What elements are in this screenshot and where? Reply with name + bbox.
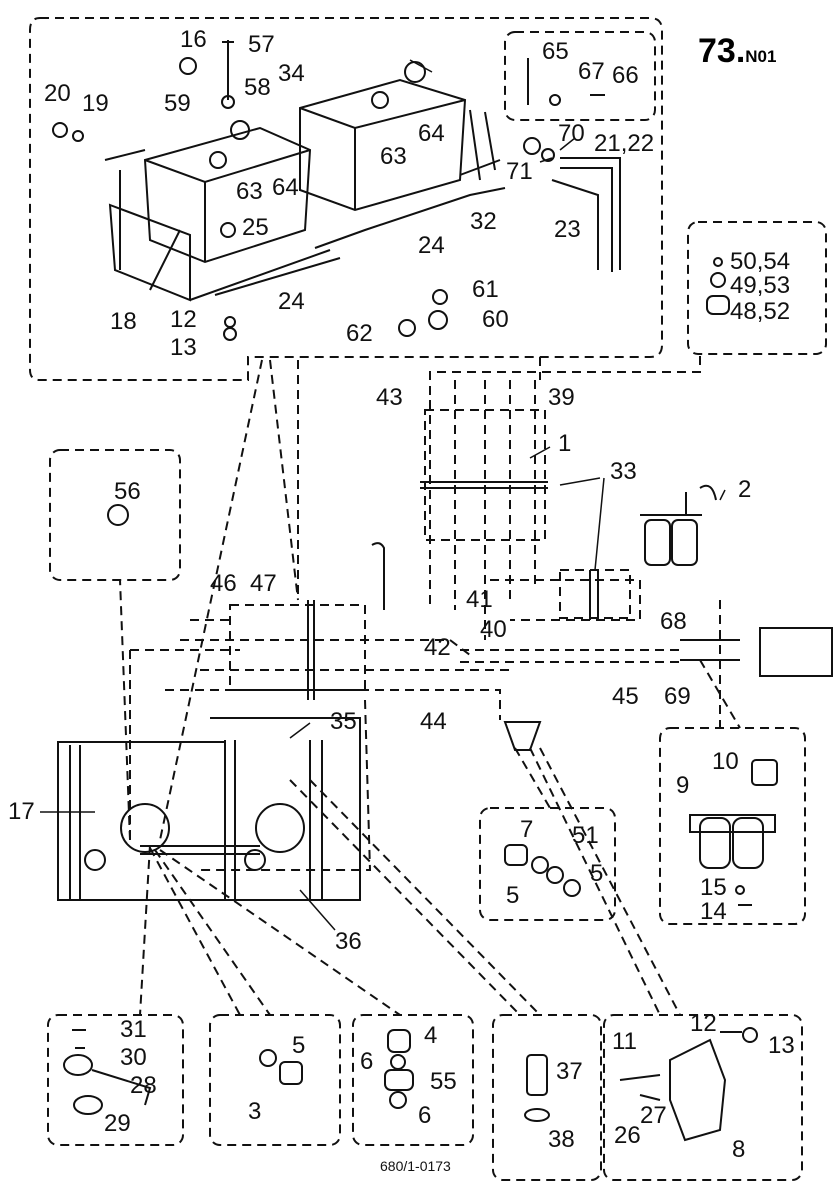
top-assembly-frame <box>29 17 663 381</box>
callout-65: 65 <box>542 38 569 65</box>
fuel-pipes <box>551 157 621 272</box>
callout-25: 25 <box>242 214 269 241</box>
callout-69: 69 <box>664 683 691 710</box>
callout-35: 35 <box>330 708 357 735</box>
frame-parts-4-6-55 <box>352 1014 474 1146</box>
callout-66: 66 <box>612 62 639 89</box>
callout-46: 46 <box>210 570 237 597</box>
strap-24 <box>189 249 341 301</box>
callout-32: 32 <box>470 208 497 235</box>
callout-70: 70 <box>558 120 585 147</box>
callout-45: 45 <box>612 683 639 710</box>
callout-6-upper: 6 <box>360 1048 374 1075</box>
callout-13-pump: 13 <box>768 1032 795 1059</box>
callout-10: 10 <box>712 748 739 775</box>
callout-24-left: 24 <box>278 288 305 315</box>
page-title: 73.N01 <box>698 32 777 70</box>
frame-part-56 <box>49 449 181 581</box>
callout-29: 29 <box>104 1110 131 1137</box>
callout-24-right: 24 <box>418 232 445 259</box>
callout-63-right: 63 <box>380 143 407 170</box>
callout-39: 39 <box>548 384 575 411</box>
callout-40: 40 <box>480 616 507 643</box>
callout-11: 11 <box>612 1028 637 1055</box>
callout-1: 1 <box>558 430 572 457</box>
callout-7: 7 <box>520 816 534 843</box>
callout-20: 20 <box>44 80 71 107</box>
callout-23: 23 <box>554 216 581 243</box>
callout-51: 51 <box>572 822 599 849</box>
callout-48-52: 48,52 <box>730 298 791 325</box>
callout-56: 56 <box>114 478 141 505</box>
callout-4: 4 <box>424 1022 438 1049</box>
callout-64-left: 64 <box>272 174 299 201</box>
callout-8: 8 <box>732 1136 746 1163</box>
callout-60: 60 <box>482 306 509 333</box>
callout-41: 41 <box>466 586 493 613</box>
callout-12-pump: 12 <box>690 1010 717 1037</box>
frame-parts-65-67 <box>504 31 656 121</box>
sediment-bowl <box>503 721 542 751</box>
callout-67: 67 <box>578 58 605 85</box>
frame-parts-48-54 <box>687 221 827 355</box>
callout-49-53: 49,53 <box>730 272 791 299</box>
callout-62: 62 <box>346 320 373 347</box>
callout-68: 68 <box>660 608 687 635</box>
control-unit <box>759 627 833 677</box>
fuel-tank-left <box>143 126 312 264</box>
callout-5-filter-b: 5 <box>590 860 604 887</box>
callout-31: 31 <box>120 1016 147 1043</box>
callout-2: 2 <box>738 476 752 503</box>
callout-38: 38 <box>548 1126 575 1153</box>
callout-42: 42 <box>424 634 451 661</box>
callout-3: 3 <box>248 1098 262 1125</box>
callout-33: 33 <box>610 458 637 485</box>
callout-43: 43 <box>376 384 403 411</box>
frame-parts-37-38 <box>492 1014 602 1181</box>
callout-26: 26 <box>614 1122 641 1149</box>
frame-parts-28-31 <box>47 1014 184 1146</box>
callout-16: 16 <box>180 26 207 53</box>
callout-19: 19 <box>82 90 109 117</box>
callout-14: 14 <box>700 898 727 925</box>
callout-58: 58 <box>244 74 271 101</box>
callout-64-right: 64 <box>418 120 445 147</box>
drawing-code: 680/1-0173 <box>380 1158 451 1174</box>
hose-68-69 <box>680 639 740 661</box>
callout-37: 37 <box>556 1058 583 1085</box>
callout-5-drain: 5 <box>292 1032 306 1059</box>
callout-63-left: 63 <box>236 178 263 205</box>
callout-5-filter-a: 5 <box>506 882 520 909</box>
callout-18: 18 <box>110 308 137 335</box>
callout-27: 27 <box>640 1102 667 1129</box>
callout-71: 71 <box>506 158 533 185</box>
fuel-tank-right <box>299 78 467 212</box>
callout-15: 15 <box>700 874 727 901</box>
tank-36 <box>210 717 361 901</box>
callout-12-top: 12 <box>170 306 197 333</box>
callout-61: 61 <box>472 276 499 303</box>
callout-17: 17 <box>8 798 35 825</box>
callout-57: 57 <box>248 31 275 58</box>
callout-44: 44 <box>420 708 447 735</box>
callout-30: 30 <box>120 1044 147 1071</box>
callout-21-22: 21,22 <box>594 130 655 157</box>
callout-36: 36 <box>335 928 362 955</box>
frame-parts-3-5 <box>209 1014 341 1146</box>
callout-59: 59 <box>164 90 191 117</box>
callout-6-lower: 6 <box>418 1102 432 1129</box>
fuel-line-33 <box>420 481 548 489</box>
frame-parts-8-27 <box>603 1014 803 1181</box>
callout-13-top: 13 <box>170 334 197 361</box>
callout-34: 34 <box>278 60 305 87</box>
callout-28: 28 <box>130 1072 157 1099</box>
callout-50-54: 50,54 <box>730 248 791 275</box>
callout-47: 47 <box>250 570 277 597</box>
callout-9: 9 <box>676 772 690 799</box>
frame-parts-9-15 <box>659 727 806 925</box>
callout-55: 55 <box>430 1068 457 1095</box>
